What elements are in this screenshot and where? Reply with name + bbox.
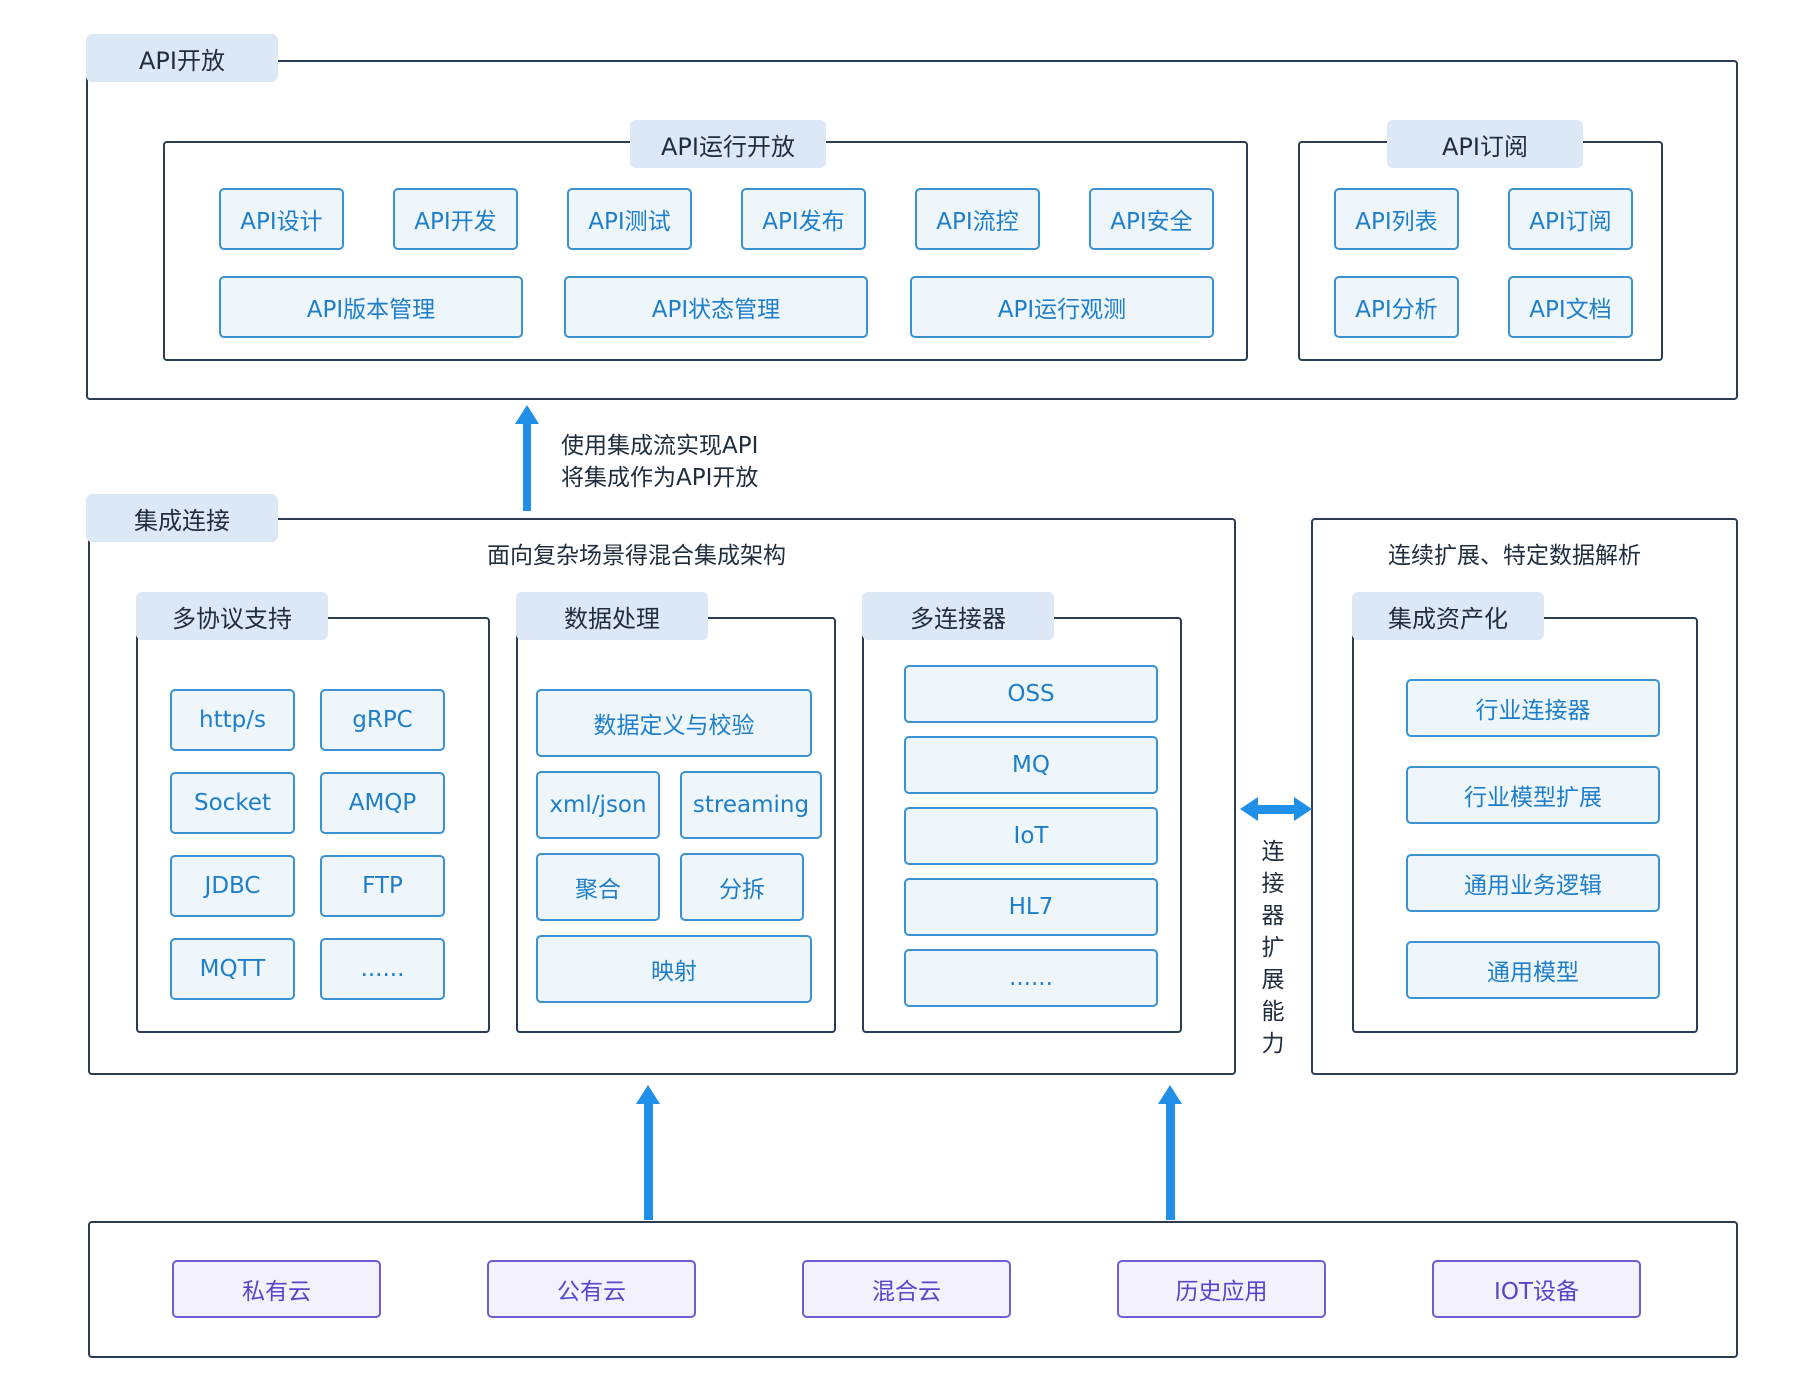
- arrow-bidirectional: [1240, 797, 1312, 821]
- protocol-grpc[interactable]: gRPC: [320, 689, 445, 751]
- source-iot-devices[interactable]: IOT设备: [1432, 1260, 1641, 1318]
- integration-subtitle: 面向复杂场景得混合集成架构: [487, 543, 786, 569]
- api-security-button[interactable]: API安全: [1089, 188, 1214, 250]
- api-analysis-button[interactable]: API分析: [1334, 276, 1459, 338]
- api-docs-button[interactable]: API文档: [1508, 276, 1633, 338]
- aggregate-button[interactable]: 聚合: [536, 853, 660, 921]
- api-rate-limit-button[interactable]: API流控: [915, 188, 1040, 250]
- integration-tag: 集成连接: [86, 494, 278, 542]
- protocol-tag: 多协议支持: [136, 592, 328, 640]
- api-subscribe-tag: API订阅: [1387, 120, 1583, 168]
- streaming-button[interactable]: streaming: [680, 771, 822, 839]
- api-runtime-tag: API运行开放: [630, 120, 826, 168]
- protocol-jdbc[interactable]: JDBC: [170, 855, 295, 917]
- data-define-button[interactable]: 数据定义与校验: [536, 689, 812, 757]
- connector-oss[interactable]: OSS: [904, 665, 1158, 723]
- connector-iot[interactable]: IoT: [904, 807, 1158, 865]
- api-version-button[interactable]: API版本管理: [219, 276, 523, 338]
- source-public-cloud[interactable]: 公有云: [487, 1260, 696, 1318]
- api-test-button[interactable]: API测试: [567, 188, 692, 250]
- assets-tag: 集成资产化: [1352, 592, 1544, 640]
- protocol-amqp[interactable]: AMQP: [320, 772, 445, 834]
- api-publish-button[interactable]: API发布: [741, 188, 866, 250]
- api-subscribe-button[interactable]: API订阅: [1508, 188, 1633, 250]
- flow-note-line2: 将集成作为API开放: [561, 465, 759, 491]
- api-design-button[interactable]: API设计: [219, 188, 344, 250]
- protocol-https[interactable]: http/s: [170, 689, 295, 751]
- arrow-up-right: [1158, 1085, 1182, 1220]
- asset-general-model[interactable]: 通用模型: [1406, 941, 1660, 999]
- api-list-button[interactable]: API列表: [1334, 188, 1459, 250]
- source-hybrid-cloud[interactable]: 混合云: [802, 1260, 1011, 1318]
- asset-industry-model[interactable]: 行业模型扩展: [1406, 766, 1660, 824]
- source-legacy-apps[interactable]: 历史应用: [1117, 1260, 1326, 1318]
- protocol-ftp[interactable]: FTP: [320, 855, 445, 917]
- protocol-mqtt[interactable]: MQTT: [170, 938, 295, 1000]
- split-button[interactable]: 分拆: [680, 853, 804, 921]
- assets-subtitle: 连续扩展、特定数据解析: [1388, 543, 1641, 569]
- api-observe-button[interactable]: API运行观测: [910, 276, 1214, 338]
- api-status-button[interactable]: API状态管理: [564, 276, 868, 338]
- arrow-up-to-api: [515, 405, 539, 511]
- asset-industry-connector[interactable]: 行业连接器: [1406, 679, 1660, 737]
- source-private-cloud[interactable]: 私有云: [172, 1260, 381, 1318]
- xml-json-button[interactable]: xml/json: [536, 771, 660, 839]
- connector-hl7[interactable]: HL7: [904, 878, 1158, 936]
- asset-business-logic[interactable]: 通用业务逻辑: [1406, 854, 1660, 912]
- connector-more[interactable]: ......: [904, 949, 1158, 1007]
- mapping-button[interactable]: 映射: [536, 935, 812, 1003]
- data-processing-tag: 数据处理: [516, 592, 708, 640]
- flow-note-line1: 使用集成流实现API: [561, 433, 759, 459]
- api-open-tag: API开放: [86, 34, 278, 82]
- api-develop-button[interactable]: API开发: [393, 188, 518, 250]
- connector-mq[interactable]: MQ: [904, 736, 1158, 794]
- protocol-socket[interactable]: Socket: [170, 772, 295, 834]
- arrow-up-left: [636, 1085, 660, 1220]
- protocol-more[interactable]: ......: [320, 938, 445, 1000]
- extension-label: 连接器扩展能力: [1261, 839, 1285, 1057]
- connectors-tag: 多连接器: [862, 592, 1054, 640]
